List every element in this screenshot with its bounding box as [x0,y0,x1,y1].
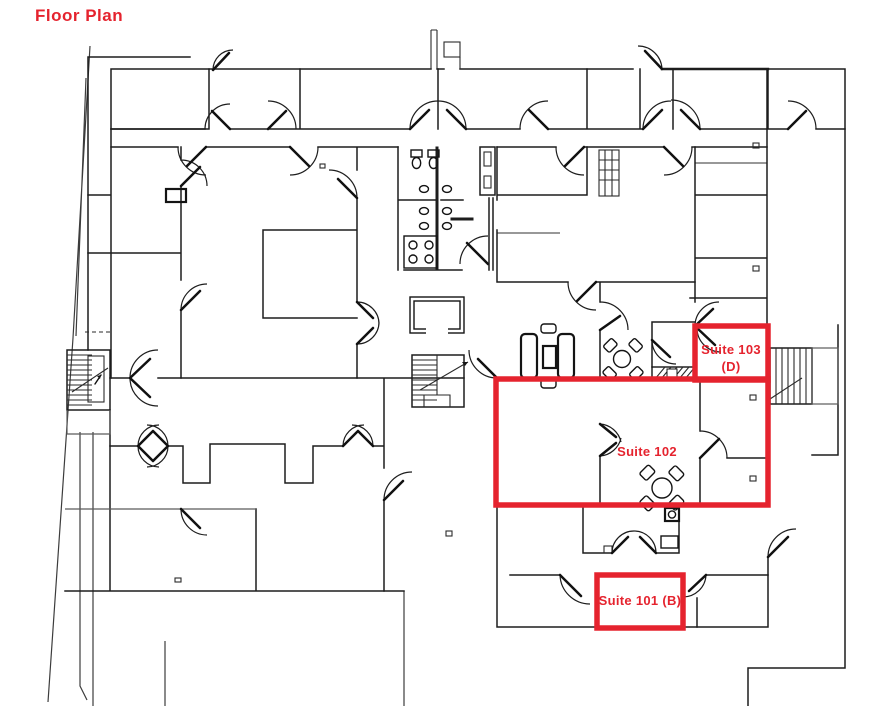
west-stairs [66,331,112,435]
door-arcs [128,45,817,605]
suite-102-outline[interactable] [493,376,771,508]
suite-101-outline[interactable] [594,572,686,631]
toilet-stalls [403,235,438,269]
shelving-unit [598,149,620,197]
suite-103-highlight[interactable]: Suite 103 (D) [692,323,771,383]
reception-desk [409,296,465,335]
page-title: Floor Plan [35,6,123,25]
east-stairs [769,347,839,405]
top-office-walls [110,68,846,130]
site-lines [47,45,405,706]
main-wall-and-lower-left [65,162,767,592]
wc-fixture-south [660,506,681,549]
suite-103-sublabel: (D) [722,359,741,374]
suite-101-label: Suite 101 (B) [599,593,682,608]
right-wing-walls [689,68,839,456]
sink-icons [418,184,453,231]
utility-shaft [479,146,496,196]
suite-102-highlight[interactable]: Suite 102 [493,376,771,508]
suite-103-label: Suite 103 [701,342,761,357]
restrooms [397,146,494,271]
rooftop-shaft [430,29,461,69]
meeting-table-small [602,338,644,381]
suite-102-label: Suite 102 [617,444,677,459]
center-stairs [411,354,469,408]
bottom-walls [509,504,769,628]
left-wing-walls [87,128,358,379]
toilet-icons [410,149,440,170]
exterior-walls [64,56,846,706]
suite-101-highlight[interactable]: Suite 101 (B) [594,572,686,631]
outlet-markers [174,142,760,583]
double-door-fixture [164,187,188,204]
